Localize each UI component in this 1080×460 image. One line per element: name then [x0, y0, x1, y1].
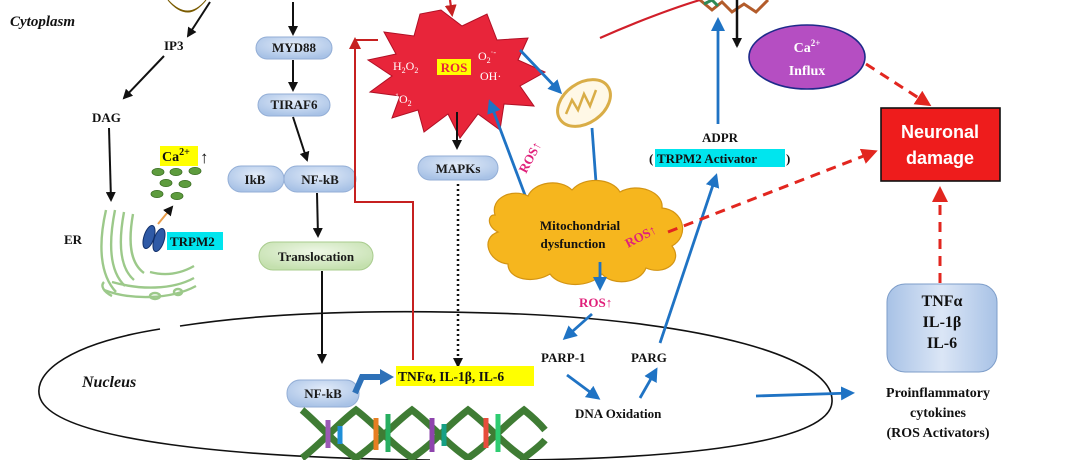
- h2o2-label: H2O2: [393, 59, 418, 75]
- cytokine-genes-label: TNFα, IL-1β, IL-6: [398, 369, 504, 384]
- nfkb-nucleus-pill: [286, 379, 360, 408]
- mapks-pill: [417, 155, 499, 181]
- neuronal-damage-line1: Neuronal: [901, 122, 979, 142]
- mito-dysfunction-line1: Mitochondrial: [540, 218, 621, 233]
- nucleus-label: Nucleus: [81, 374, 136, 391]
- mapks-label: MAPKs: [436, 161, 481, 176]
- neuronal-damage-line2: damage: [906, 148, 974, 168]
- tiraf6-label: TIRAF6: [271, 97, 318, 112]
- ca-influx-label: Influx: [789, 64, 826, 79]
- arrow-to-proinflammatory: [755, 386, 855, 401]
- singlet-oxygen-label: 1O2: [395, 92, 412, 108]
- er-organelle-icon: [100, 209, 197, 301]
- arrow-nfkb-genes: [352, 374, 380, 395]
- receptor-fragment-right-icon: [699, 0, 770, 14]
- adpr-close-paren: ): [786, 151, 790, 166]
- trpm2-channel-icon: [142, 205, 174, 253]
- parg-label: PARG: [631, 350, 667, 365]
- parp1-label: PARP-1: [541, 350, 586, 365]
- red-signal-line: [349, 37, 414, 360]
- superoxide-label: O2·-: [478, 48, 496, 65]
- receptor-fragment-left: [167, 0, 207, 13]
- hydroxyl-label: OH·: [480, 69, 501, 83]
- red-curve-top-left: [444, 0, 457, 17]
- proinflammatory-line3: (ROS Activators): [886, 426, 989, 441]
- trpm2-label: TRPM2: [170, 234, 215, 249]
- myd88-label: MYD88: [272, 40, 317, 55]
- arrow-parp1-dna: [566, 373, 601, 400]
- ikb-label: IkB: [245, 172, 266, 187]
- trpm2-activator-highlight: [655, 149, 785, 167]
- cytokine-genes-highlight: [396, 366, 534, 386]
- adpr-open-paren: (: [649, 151, 653, 166]
- ros-up-label-1: ROS↑: [515, 139, 544, 175]
- arrow-dysfunction-ros: [487, 99, 530, 204]
- proinflammatory-line2: cytokines: [910, 406, 967, 421]
- ros-center-highlight: [437, 59, 471, 75]
- ca-influx-ca: Ca2+: [794, 38, 821, 56]
- mitochondrion-icon: [556, 78, 612, 128]
- dna-helix-icon: [299, 405, 548, 460]
- trpm2-highlight: [167, 232, 223, 250]
- myd88-pill: [255, 36, 333, 60]
- arrow-parg-adpr: [658, 173, 720, 344]
- arrow-dna-parg: [638, 367, 658, 399]
- ca-increase-arrow: ↑: [200, 148, 209, 167]
- ca-vesicles: [150, 166, 202, 200]
- translocation-label: Translocation: [278, 249, 355, 264]
- translocation-pill: [258, 241, 374, 271]
- er-label: ER: [64, 232, 83, 247]
- receptor-fragment-green-icon: [703, 0, 720, 8]
- arrow-receptor-ip3: [186, 1, 211, 38]
- tiraf6-pill: [257, 93, 331, 117]
- arrow-nfkb-translocation: [312, 192, 323, 238]
- nfkb-nucleus-label: NF-kB: [304, 386, 342, 401]
- arrow-nfkb-genes-head: [380, 369, 394, 385]
- arrow-dysfunction-damage: [667, 148, 878, 234]
- ca-influx-node: [748, 24, 866, 90]
- cytokine-item: TNFα: [922, 293, 963, 310]
- arrow-tiraf6-nfkb: [292, 116, 310, 162]
- nfkb-label: NF-kB: [301, 172, 339, 187]
- arrow-ip3-dag: [122, 55, 165, 100]
- proinflammatory-line1: Proinflammatory: [886, 386, 990, 401]
- neuronal-damage-box: [880, 107, 1001, 182]
- mito-dysfunction-line2: dysfunction: [540, 236, 606, 251]
- arrow-ros-mito: [518, 49, 563, 95]
- dag-label: DAG: [92, 110, 121, 125]
- cytokine-cylinder: [886, 283, 998, 373]
- trpm2-activator-label: TRPM2 Activator: [657, 151, 757, 166]
- arrow-ros-parp1: [562, 312, 593, 340]
- ca-highlight: [160, 146, 198, 166]
- ros-center-label: ROS: [441, 60, 468, 75]
- arrow-dag-er: [105, 127, 116, 202]
- red-curve-top: [599, 0, 701, 40]
- mito-dysfunction-cloud: [487, 179, 684, 285]
- ip3-label: IP3: [164, 38, 184, 53]
- cytokine-item: IL-1β: [923, 314, 962, 331]
- ros-up-label-3: ROS↑: [579, 295, 612, 310]
- adpr-label: ADPR: [702, 130, 739, 145]
- cytoplasm-label: Cytoplasm: [10, 14, 75, 30]
- nucleus-membrane: [38, 310, 833, 460]
- arrow-ca-damage: [865, 62, 932, 107]
- cytokine-item: IL-6: [927, 335, 957, 352]
- ca-vesicle-label: Ca2+: [162, 147, 190, 165]
- dna-oxidation-label: DNA Oxidation: [575, 406, 662, 421]
